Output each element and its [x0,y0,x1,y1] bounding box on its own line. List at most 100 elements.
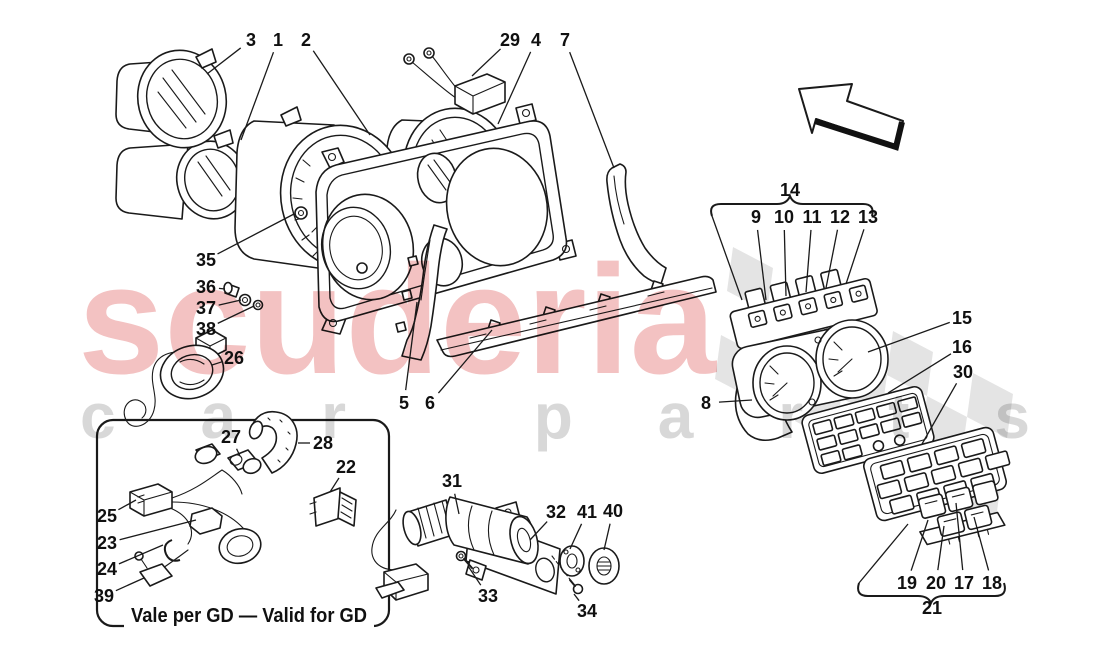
part-label-13: 13 [858,207,878,227]
part-label-32: 32 [546,502,566,522]
part-label-33: 33 [478,586,498,606]
part-label-9: 9 [751,207,761,227]
leader-line-20 [937,525,945,571]
part-label-21: 21 [922,598,942,618]
part-label-39: 39 [94,586,114,606]
part-label-12: 12 [830,207,850,227]
leader-line-22 [329,477,340,493]
part-label-6: 6 [425,393,435,413]
part-label-18: 18 [982,573,1002,593]
part-label-15: 15 [952,308,972,328]
part-6-trim-strip-illustration [436,275,717,358]
leader-line-3 [206,47,242,75]
part-label-10: 10 [774,207,794,227]
part-label-41: 41 [577,502,597,522]
leader-line-34 [573,593,580,602]
leader-line-13 [845,229,865,285]
leader-line-30 [921,382,958,445]
flag-cell [967,373,1013,438]
part-label-29: 29 [500,30,520,50]
leader-line-23 [119,519,197,541]
harness-illustration [129,443,262,587]
leader-line-27 [235,448,241,457]
flag-cell [887,331,933,396]
direction-arrow-icon [798,83,905,151]
part-label-17: 17 [954,573,974,593]
leader-line-25 [118,499,137,511]
part-label-36: 36 [196,277,216,297]
leader-line-10 [783,229,787,297]
leader-line-6 [437,329,493,394]
leader-line-1 [240,51,275,141]
part-7-trim-strip-illustration [606,163,667,285]
part-label-26: 26 [224,348,244,368]
part-label-22: 22 [336,457,356,477]
leader-line-extra-1 [858,523,909,584]
leader-line-24 [118,544,164,565]
brace-group-14 [710,193,874,217]
leader-line-18 [973,516,990,571]
part-label-38: 38 [196,319,216,339]
part-label-11: 11 [802,207,821,227]
part-label-1: 1 [273,30,283,50]
fasteners-illustration [223,281,264,311]
leader-line-41 [569,523,583,550]
part-28-hose-illustration [248,410,298,474]
part-31-motor-illustration [371,496,620,601]
leader-line-extra-0 [711,215,743,301]
part-label-14: 14 [780,180,800,200]
part-label-28: 28 [313,433,333,453]
part-label-2: 2 [301,30,311,50]
leader-line-4 [497,51,532,125]
part-label-25: 25 [97,506,117,526]
part-label-19: 19 [897,573,917,593]
leader-line-5 [405,301,418,391]
leader-line-15 [867,321,950,353]
part-label-35: 35 [196,250,216,270]
leader-line-16 [887,353,952,394]
leader-line-29 [471,48,502,77]
part-label-27: 27 [221,427,241,447]
part-label-23: 23 [97,533,117,553]
leader-line-35 [217,213,295,255]
leader-line-38 [217,305,255,324]
part-label-3: 3 [246,30,256,50]
leader-line-8 [718,399,753,403]
leader-line-17 [955,502,964,571]
watermark-brand-text: scuderia [78,233,718,406]
part-label-24: 24 [97,559,117,579]
part-4-bezel-illustration [315,103,577,335]
part-8-gauge-pod-illustration [731,319,889,442]
leader-line-40 [603,523,611,551]
leader-line-31 [454,493,460,515]
part-3-gauge-pod-illustration [115,48,249,220]
leader-line-11 [805,229,812,293]
part-label-8: 8 [701,393,711,413]
switch-39 [139,563,173,587]
part-label-37: 37 [196,298,216,318]
part-label-5: 5 [399,393,409,413]
leader-line-33 [467,565,482,586]
leader-line-39 [115,577,145,592]
brace-group-21 [857,582,1006,606]
leader-line-9 [756,229,767,301]
gd-validity-box [95,418,391,634]
washer-41 [559,545,585,577]
relay-stack-illustration [917,480,1006,546]
leader-line-26 [211,361,222,366]
leader-line-7 [569,51,615,169]
gd-validity-note: Vale per GD — Valid for GD [131,605,367,627]
watermark-layer: scuderia car parts [78,233,1030,452]
leader-line-32 [529,521,548,541]
part-22-switch-illustration [309,487,357,527]
part-label-34: 34 [577,601,597,621]
leader-line-19 [910,519,929,571]
illustration-layer [95,47,1011,634]
leader-line-12 [825,229,839,289]
part-label-31: 31 [442,471,462,491]
part-label-40: 40 [603,501,623,521]
part-label-4: 4 [531,30,541,50]
